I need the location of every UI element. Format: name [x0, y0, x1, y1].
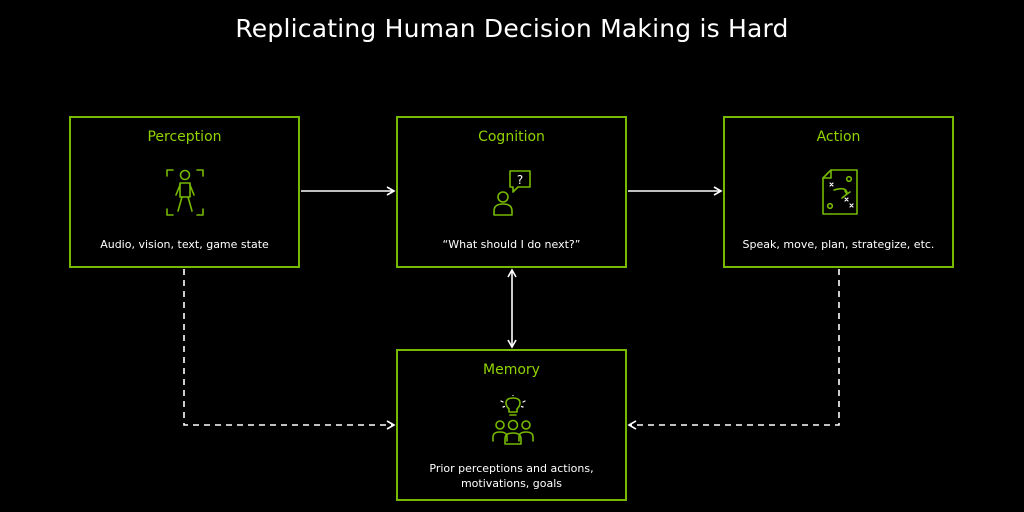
node-title: Cognition [478, 129, 545, 145]
page-title: Replicating Human Decision Making is Har… [235, 14, 789, 43]
node-title: Action [816, 129, 861, 145]
node-description: Prior perceptions and actions, motivatio… [398, 461, 625, 491]
node-cognition: Cognition ? “What should I do next?” [396, 116, 627, 268]
edge-action-to-memory [627, 269, 840, 430]
description-line-2: motivations, goals [460, 477, 563, 490]
node-memory: Memory Prior perceptions and actions, mo… [396, 349, 627, 501]
strategy-plan-icon [822, 169, 858, 215]
description-line-1: Prior perceptions and actions, [429, 462, 594, 475]
team-lightbulb-icon [492, 395, 534, 445]
walking-person-focus-icon [166, 169, 204, 216]
node-title: Memory [483, 362, 540, 378]
node-title: Perception [147, 129, 222, 145]
node-description: Speak, move, plan, strategize, etc. [742, 238, 935, 251]
edge-perception-to-memory [183, 269, 396, 430]
question-mark-glyph: ? [517, 173, 523, 187]
node-description: Audio, vision, text, game state [100, 238, 269, 251]
person-question-icon: ? [493, 170, 531, 216]
node-action: Action Speak, move, plan, strategize, et… [723, 116, 954, 268]
node-perception: Perception Audio, vision, text, game sta… [69, 116, 300, 268]
node-description: “What should I do next?” [442, 238, 581, 251]
